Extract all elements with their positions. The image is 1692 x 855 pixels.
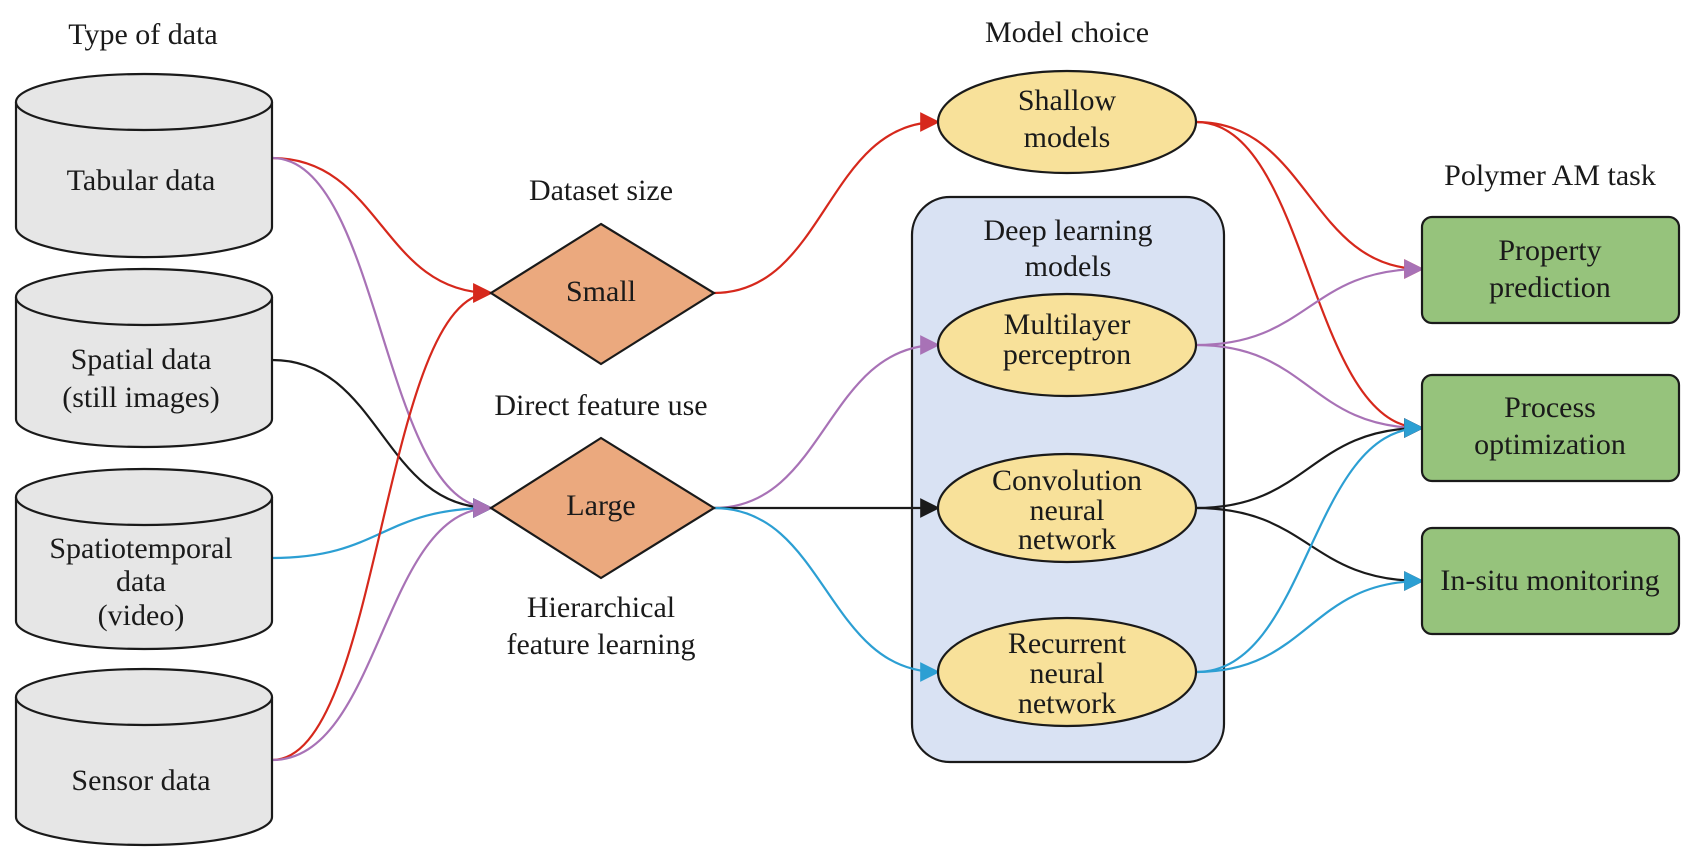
hierarchical-feature-learning-line-1: Hierarchical — [527, 591, 675, 624]
edge-sensor-to-small — [271, 283, 493, 762]
property-prediction-line-2: prediction — [1489, 271, 1611, 304]
edge-rnn-to-insitu — [1195, 571, 1424, 674]
recurrent-neural-network-line-1: Recurrent — [1008, 627, 1127, 660]
cylinder-tabular-data: Tabular data — [14, 72, 274, 259]
ellipse-multilayer-perceptron: Multilayer perceptron — [936, 292, 1198, 398]
shallow-models-line-1: Shallow — [1018, 84, 1117, 117]
multilayer-perceptron-line-2: perceptron — [1003, 338, 1131, 371]
header-polymer-am-task: Polymer AM task — [1444, 159, 1656, 192]
deep-learning-group-label-line-2: models — [1025, 250, 1112, 283]
in-situ-monitoring-label: In-situ monitoring — [1440, 564, 1659, 597]
process-optimization-line-2: optimization — [1474, 428, 1626, 461]
property-prediction-line-1: Property — [1498, 234, 1601, 267]
direct-feature-use-label: Direct feature use — [494, 389, 707, 422]
cylinder-sensor-data: Sensor data — [14, 667, 274, 847]
recurrent-neural-network-line-2: neural — [1030, 657, 1105, 690]
deep-learning-group-label-line-1: Deep learning — [983, 214, 1152, 247]
ellipse-recurrent-neural-network: Recurrent neural network — [936, 616, 1198, 728]
large-label: Large — [566, 489, 635, 522]
multilayer-perceptron-line-1: Multilayer — [1004, 308, 1131, 341]
ellipse-convolution-neural-network: Convolution neural network — [936, 452, 1198, 564]
tabular-data-label: Tabular data — [67, 164, 216, 197]
edge-mlp-to-property — [1195, 259, 1424, 347]
edge-large-to-rnn — [713, 506, 940, 682]
recurrent-neural-network-line-3: network — [1018, 687, 1116, 720]
spatial-data-label-line-1: Spatial data — [71, 343, 212, 376]
spatiotemporal-data-label-line-3: (video) — [98, 599, 185, 632]
edge-tabular-to-large — [271, 156, 493, 518]
ellipse-shallow-models: Shallow models — [936, 69, 1198, 175]
edge-shallow-to-property — [1195, 120, 1424, 279]
edge-sensor-to-large — [271, 498, 493, 762]
hierarchical-feature-learning-line-2: feature learning — [506, 628, 695, 661]
spatiotemporal-data-label-line-1: Spatiotemporal — [49, 532, 232, 565]
sensor-data-label: Sensor data — [71, 764, 210, 797]
spatiotemporal-data-label-line-2: data — [116, 565, 166, 598]
header-dataset-size: Dataset size — [529, 174, 673, 207]
edges-layer — [271, 112, 1424, 762]
header-type-of-data: Type of data — [68, 18, 218, 51]
edge-shallow-to-process — [1195, 120, 1424, 438]
header-model-choice: Model choice — [985, 16, 1149, 49]
convolution-neural-network-line-2: neural — [1030, 494, 1105, 527]
task-process-optimization: Process optimization — [1420, 373, 1681, 483]
edge-mlp-to-process — [1195, 343, 1424, 438]
cylinder-spatiotemporal-data: Spatiotemporal data (video) — [14, 467, 274, 651]
small-label: Small — [566, 275, 636, 308]
convolution-neural-network-line-1: Convolution — [992, 464, 1142, 497]
process-optimization-line-1: Process — [1504, 391, 1596, 424]
edge-spatiotemporal-to-large — [271, 498, 493, 560]
spatial-data-label-line-2: (still images) — [62, 381, 219, 414]
diamond-small: Small — [488, 222, 717, 366]
task-in-situ-monitoring: In-situ monitoring — [1420, 526, 1681, 636]
edge-cnn-to-insitu — [1195, 506, 1424, 591]
cylinder-spatial-data: Spatial data (still images) — [14, 267, 274, 449]
edge-rnn-to-process — [1195, 418, 1424, 674]
edge-small-to-shallow — [713, 112, 940, 295]
edge-spatial-to-large — [271, 358, 493, 518]
edge-cnn-to-process — [1195, 418, 1424, 510]
task-property-prediction: Property prediction — [1420, 215, 1681, 325]
diamond-large: Large — [488, 436, 717, 580]
edge-tabular-to-small — [271, 156, 493, 303]
convolution-neural-network-line-3: network — [1018, 523, 1116, 556]
shallow-models-line-2: models — [1024, 121, 1111, 154]
edge-large-to-mlp — [713, 335, 940, 510]
